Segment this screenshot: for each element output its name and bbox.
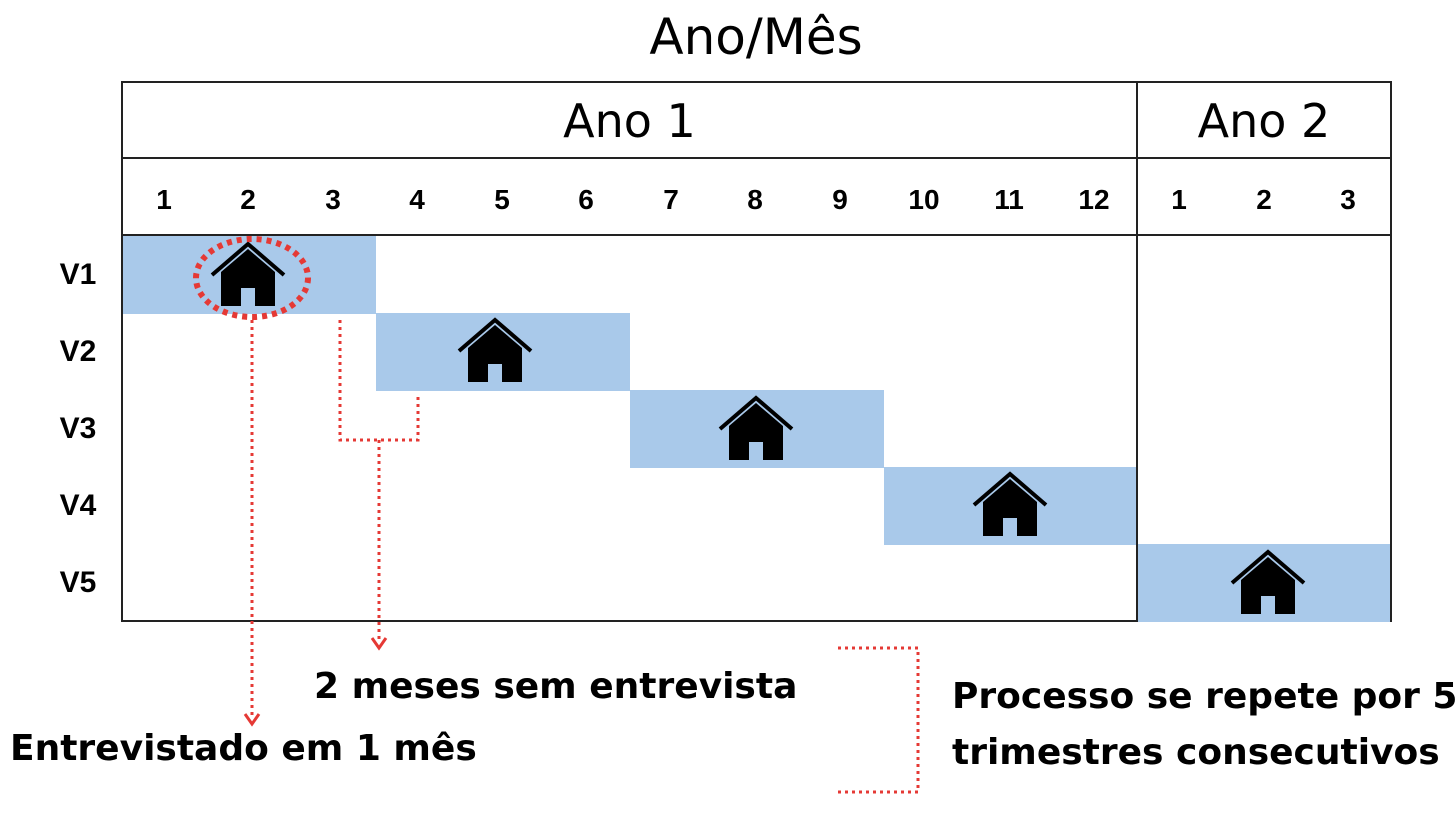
month-label: 5 [494, 184, 510, 215]
year-label-ano-1: Ano 1 [563, 94, 696, 148]
row-label-v3: V3 [59, 412, 97, 445]
month-label: 6 [578, 184, 594, 215]
row-label-v2: V2 [59, 335, 97, 368]
month-label: 4 [409, 184, 425, 215]
row-label-v1: V1 [59, 258, 97, 291]
grid-frame [121, 81, 1392, 622]
year-divider [1136, 81, 1138, 622]
house-icon [1230, 549, 1306, 614]
year-label-ano-2: Ano 2 [1197, 94, 1331, 148]
arrow-gap-head [370, 637, 388, 651]
year-header-divider [121, 157, 1392, 159]
repeat-bracket [838, 646, 920, 794]
annotation-repeat-line2: trimestres consecutivos [952, 732, 1440, 773]
diagram-title: Ano/Mês [649, 8, 863, 66]
month-label: 2 [1256, 184, 1272, 215]
annotation-interviewed: Entrevistado em 1 mês [10, 728, 477, 769]
row-label-v5: V5 [59, 566, 97, 599]
highlight-circle [193, 236, 311, 320]
house-icon [210, 241, 286, 306]
month-label: 3 [1340, 184, 1356, 215]
month-label: 10 [908, 184, 940, 215]
gap-bracket [338, 320, 420, 442]
annotation-repeat-line1: Processo se repete por 5 [952, 676, 1455, 717]
house-icon [972, 471, 1048, 536]
month-label: 11 [994, 184, 1024, 215]
house-icon [457, 317, 533, 382]
month-label: 7 [663, 184, 679, 215]
house-icon [718, 395, 794, 460]
month-label: 3 [325, 184, 341, 215]
month-label: 2 [240, 184, 256, 215]
annotation-gap: 2 meses sem entrevista [314, 666, 798, 707]
month-label: 1 [1171, 184, 1187, 215]
month-header-divider [121, 234, 1392, 236]
month-label: 1 [156, 184, 172, 215]
month-label: 12 [1078, 184, 1110, 215]
arrow-interviewed-head [243, 713, 261, 727]
month-label: 8 [747, 184, 763, 215]
row-label-v4: V4 [59, 489, 97, 522]
month-label: 9 [832, 184, 848, 215]
